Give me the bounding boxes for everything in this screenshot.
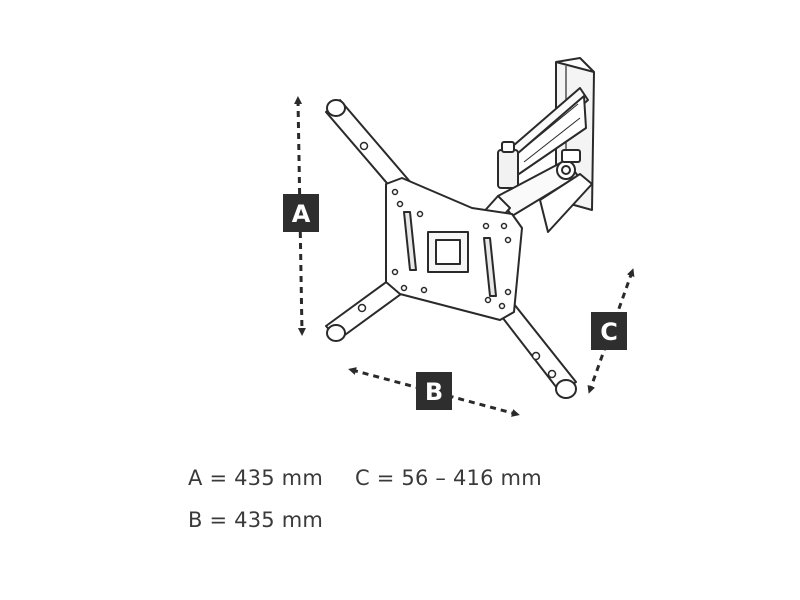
dimension-c-arrow xyxy=(587,268,635,394)
mount-holes xyxy=(357,141,557,379)
dimension-a-arrow xyxy=(294,96,306,336)
badge-a: A xyxy=(283,194,319,232)
spec-a: A = 435 mm xyxy=(188,466,323,490)
mount-arm-icon xyxy=(497,57,595,233)
badge-c: C xyxy=(591,312,627,350)
spec-c: C = 56 – 416 mm xyxy=(355,466,542,490)
badge-a-label: A xyxy=(292,200,311,228)
spec-b: B = 435 mm xyxy=(188,508,324,532)
badge-b-label: B xyxy=(425,378,443,406)
badge-c-label: C xyxy=(600,318,618,346)
badge-b: B xyxy=(416,372,452,410)
